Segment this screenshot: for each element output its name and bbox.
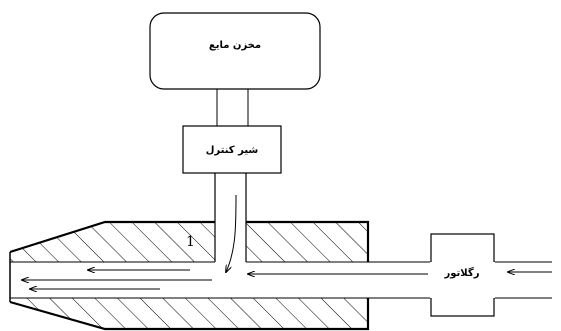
liquid-tank: مخزن مایع [149,12,321,90]
point-1-label: 1 [186,234,195,250]
regulator: رگلاتور [430,233,495,317]
valve-label: شیر کنترل [206,145,259,156]
liquid-flow-arrow [226,194,237,272]
flow-arrows [22,194,552,289]
nozzle-upper-wall [10,222,215,262]
tank-label: مخزن مایع [209,40,261,51]
nozzle-body [9,173,370,331]
regulator-label: رگلاتور [444,266,480,279]
nozzle-upper-wall-right [246,222,368,262]
feed-pipe [216,89,249,126]
gas-pipe [368,261,552,299]
control-valve: شیر کنترل [182,125,282,174]
nozzle-lower-wall [10,298,368,329]
